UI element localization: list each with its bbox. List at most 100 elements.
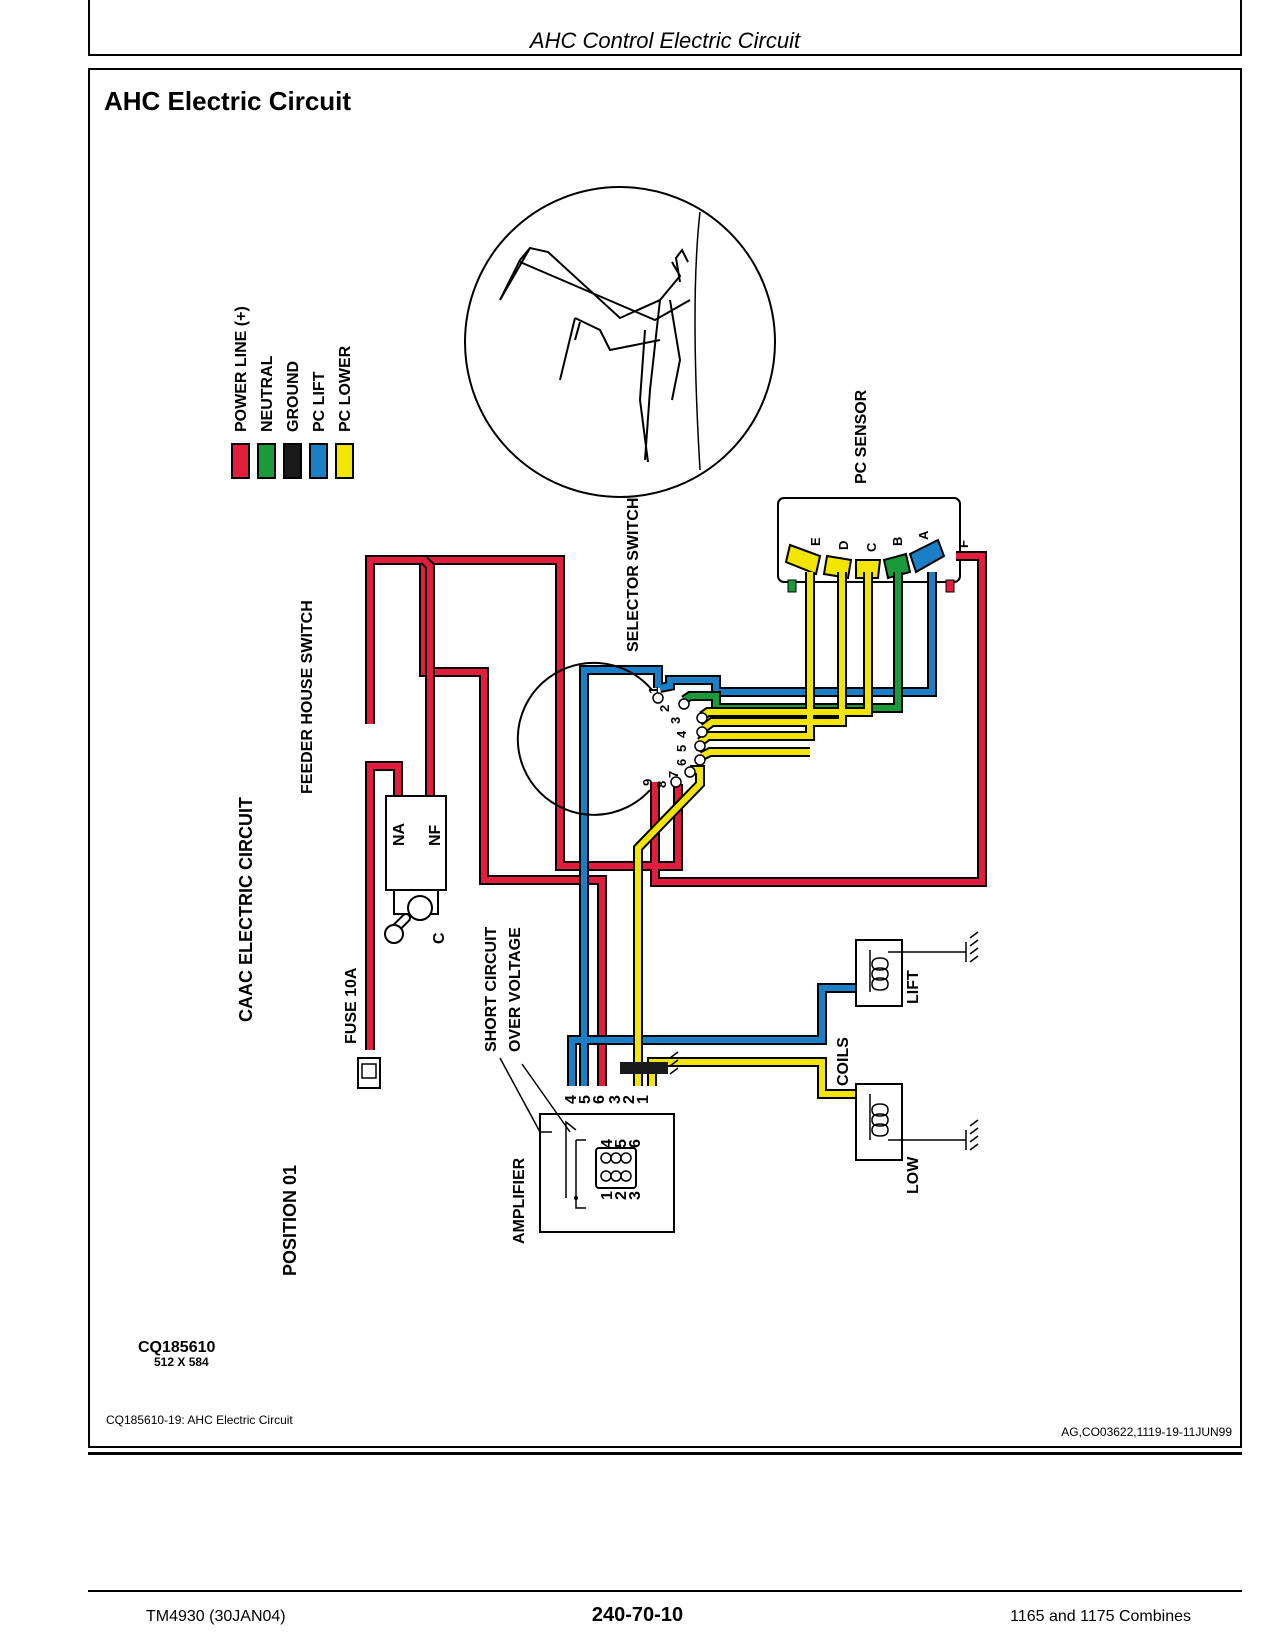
- amplifier-label: AMPLIFIER: [511, 1157, 528, 1244]
- pc-sensor-lug-left: [787, 579, 797, 593]
- amp-terminal-2: 2: [621, 1095, 638, 1104]
- legend-label-neutral: NEUTRAL: [259, 355, 276, 432]
- figure-bottom-rule: [88, 1452, 1242, 1455]
- coils-label: COILS: [835, 1037, 852, 1086]
- sensor-pin-a: A: [916, 530, 931, 540]
- selector-switch-label: SELECTOR SWITCH: [625, 498, 642, 652]
- legend-label-power: POWER LINE (+): [233, 306, 250, 432]
- figure-frame: AHC Electric Circuit: [88, 68, 1242, 1448]
- fuse-window: [361, 1063, 377, 1079]
- image-size: 512 X 584: [154, 1355, 209, 1369]
- illustration-arm: [499, 246, 682, 320]
- fuse-label: FUSE 10A: [343, 967, 360, 1044]
- legend-label-ground: GROUND: [285, 361, 302, 432]
- selector-pin-1: 1: [646, 687, 661, 694]
- feeder-house-switch-label: FEEDER HOUSE SWITCH: [299, 600, 316, 794]
- coils: LIFT LOW COILS: [835, 931, 979, 1194]
- legend-swatch-power: [231, 443, 250, 479]
- legend-label-pc-lower: PC LOWER: [337, 345, 354, 432]
- pc-sensor: E D C B A F PC SENSOR: [777, 389, 971, 593]
- amp-grid-col-b: 2: [613, 1191, 630, 1200]
- illustration-tip: [674, 248, 689, 283]
- coil-low-label: LOW: [905, 1156, 922, 1194]
- feeder-switch-c: C: [431, 932, 448, 944]
- coil-lift-label: LIFT: [905, 970, 922, 1004]
- sensor-pin-b: B: [890, 537, 905, 546]
- header-frame: AHC Control Electric Circuit: [88, 0, 1242, 56]
- coil-low-box: [855, 1083, 903, 1161]
- amp-terminal-5: 5: [577, 1095, 594, 1104]
- amp-terminal-3: 3: [607, 1095, 624, 1104]
- selector-contact-8: [684, 766, 696, 778]
- footer-page-number: 240-70-10: [591, 1604, 684, 1626]
- sensor-terminal-e: [784, 543, 822, 576]
- image-code: CQ185610: [138, 1339, 215, 1356]
- illustration-circle: [464, 186, 776, 498]
- coil-lift-winding: [869, 950, 889, 992]
- selector-switch: 1 2 3 4 5 6 7 8 9 SELECTOR SWITCH: [516, 498, 708, 816]
- footer-manual-id: TM4930 (30JAN04): [146, 1608, 286, 1625]
- pc-sensor-label: PC SENSOR: [853, 389, 870, 484]
- legend-swatch-ground: [283, 443, 302, 479]
- illustration-rod: [519, 261, 691, 322]
- illustration-edge: [694, 211, 701, 471]
- page-header-title: AHC Control Electric Circuit: [529, 28, 801, 53]
- wire-pc-lift: [567, 572, 937, 1086]
- caac-label: CAAC ELECTRIC CIRCUIT: [236, 797, 256, 1022]
- selector-contact-9: [670, 776, 682, 788]
- selector-pin-7: 7: [666, 771, 681, 778]
- selector-contact-7: [694, 754, 706, 766]
- figure-caption: CQ185610-19: AHC Electric Circuit: [106, 1413, 293, 1427]
- legend-swatch-pc-lift: [309, 443, 328, 479]
- feeder-switch-pivot: [407, 895, 433, 921]
- selector-contact-5: [696, 726, 708, 738]
- selector-pin-2: 2: [657, 705, 672, 712]
- coil-low-ground-icon: [969, 1119, 979, 1151]
- selector-contact-4: [696, 712, 708, 724]
- sensor-pin-d: D: [836, 541, 851, 550]
- amp-grid-top-c: 6: [627, 1139, 644, 1148]
- legend-swatch-neutral: [257, 443, 276, 479]
- selector-pin-8: 8: [654, 781, 669, 788]
- selector-contact-6: [694, 740, 706, 752]
- wire-power: [365, 551, 987, 1086]
- illustration-bracket: [638, 299, 682, 463]
- wire-neutral: [681, 572, 903, 713]
- legend-swatch-pc-lower: [335, 443, 354, 479]
- amplifier-internal-wire: [565, 1130, 586, 1209]
- footer-product: 1165 and 1175 Combines: [1010, 1608, 1191, 1625]
- sensor-pin-e: E: [808, 537, 823, 546]
- selector-pin-5: 5: [674, 745, 689, 752]
- legend-label-pc-lift: PC LIFT: [311, 371, 328, 432]
- selector-pin-4: 4: [674, 730, 689, 738]
- fuse: FUSE 10A: [343, 967, 381, 1089]
- amplifier-leader-lines: [499, 1057, 571, 1133]
- selector-contact-1: [652, 692, 664, 704]
- legend: POWER LINE (+) NEUTRAL GROUND PC LIFT PC…: [231, 306, 354, 479]
- amp-grid-col-c: 3: [627, 1191, 644, 1200]
- coil-lift-ground-icon: [969, 931, 979, 963]
- feeder-switch-nf: NF: [427, 824, 444, 846]
- selector-switch-body: [516, 661, 653, 816]
- feeder-house-switch: NA NF C FEEDER HOUSE SWITCH: [299, 600, 448, 944]
- wire-pc-lower: [633, 572, 873, 1099]
- coil-lift-ground-lead: [888, 942, 967, 962]
- selector-pin-6: 6: [674, 759, 689, 766]
- coil-low-winding: [869, 1094, 889, 1140]
- doc-reference: AG,CO03622,1119-19-11JUN99: [1061, 1425, 1232, 1439]
- feeder-switch-knob: [384, 924, 404, 944]
- footer-rule: [88, 1590, 1242, 1592]
- sensor-terminal-b: [882, 552, 912, 580]
- coil-low-ground-lead: [888, 1130, 967, 1150]
- amp-grid-top-b: 5: [613, 1139, 630, 1148]
- section-title: AHC Electric Circuit: [104, 86, 352, 116]
- feeder-switch-na: NA: [391, 822, 408, 846]
- illustration-link: [559, 317, 661, 381]
- amp-grid-col-a: 1: [599, 1191, 616, 1200]
- sensor-illustration: [464, 186, 776, 498]
- sensor-terminal-c: [855, 559, 882, 579]
- sensor-pin-f: F: [956, 540, 971, 548]
- amp-grid-top-a: 4: [599, 1139, 616, 1148]
- amplifier: 4 5 6 1 2 3 AMPLIFIER 4 5 6 3 2 1 SHORT …: [483, 926, 675, 1244]
- amp-terminal-6: 6: [591, 1095, 608, 1104]
